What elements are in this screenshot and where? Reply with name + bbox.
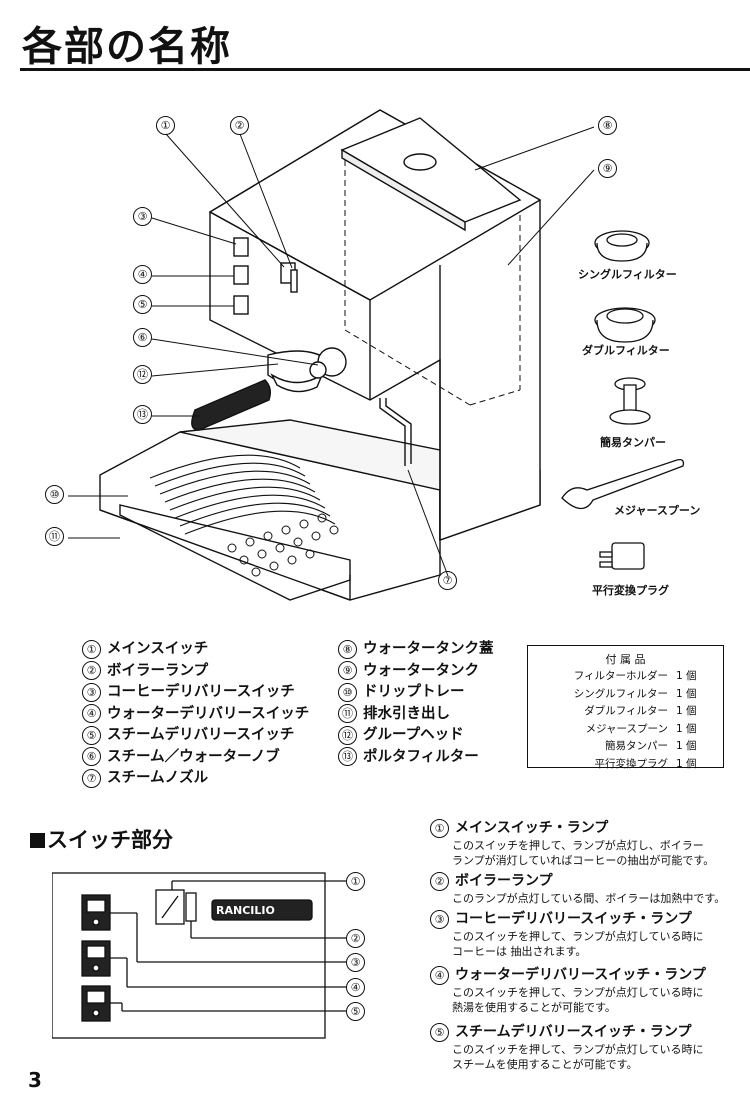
double-filter-label: ダブルフィルター [582, 344, 670, 357]
page-number: 3 [28, 1068, 42, 1092]
switch-callout-4: ④ [346, 978, 371, 997]
plug-label: 平行変換プラグ [592, 584, 669, 597]
callout-12: ⑫ [133, 365, 158, 384]
single-filter-label: シングルフィルター [578, 268, 677, 281]
callout-4: ④ [133, 265, 158, 284]
title-rule [20, 68, 750, 71]
square-bullet-icon [30, 833, 45, 848]
callout-11: ⑪ [45, 527, 70, 546]
page-title: 各部の名称 [22, 24, 232, 70]
brand-logo: RANCILIO [216, 904, 275, 917]
callout-13: ⑬ [133, 405, 158, 424]
callout-1: ① [156, 116, 181, 135]
switch-panel-diagram [52, 872, 347, 1039]
callout-9: ⑨ [598, 159, 623, 178]
switch-callout-1: ① [346, 872, 371, 891]
switch-section-title: スイッチ部分 [30, 824, 173, 854]
callout-3: ③ [133, 207, 158, 226]
callout-2: ② [230, 116, 255, 135]
switch-callout-5: ⑤ [346, 1002, 371, 1021]
callout-7: ⑦ [438, 571, 463, 590]
accessories-heading: 付 属 品 [605, 653, 646, 666]
switch-callout-3: ③ [346, 953, 371, 972]
tamper-label: 簡易タンパー [600, 436, 666, 449]
callout-5: ⑤ [133, 295, 158, 314]
switch-callout-2: ② [346, 929, 371, 948]
callout-6: ⑥ [133, 328, 158, 347]
callout-10: ⑩ [45, 485, 70, 504]
callout-8: ⑧ [598, 116, 623, 135]
machine-diagram [68, 109, 685, 601]
spoon-label: メジャースプーン [614, 504, 701, 517]
